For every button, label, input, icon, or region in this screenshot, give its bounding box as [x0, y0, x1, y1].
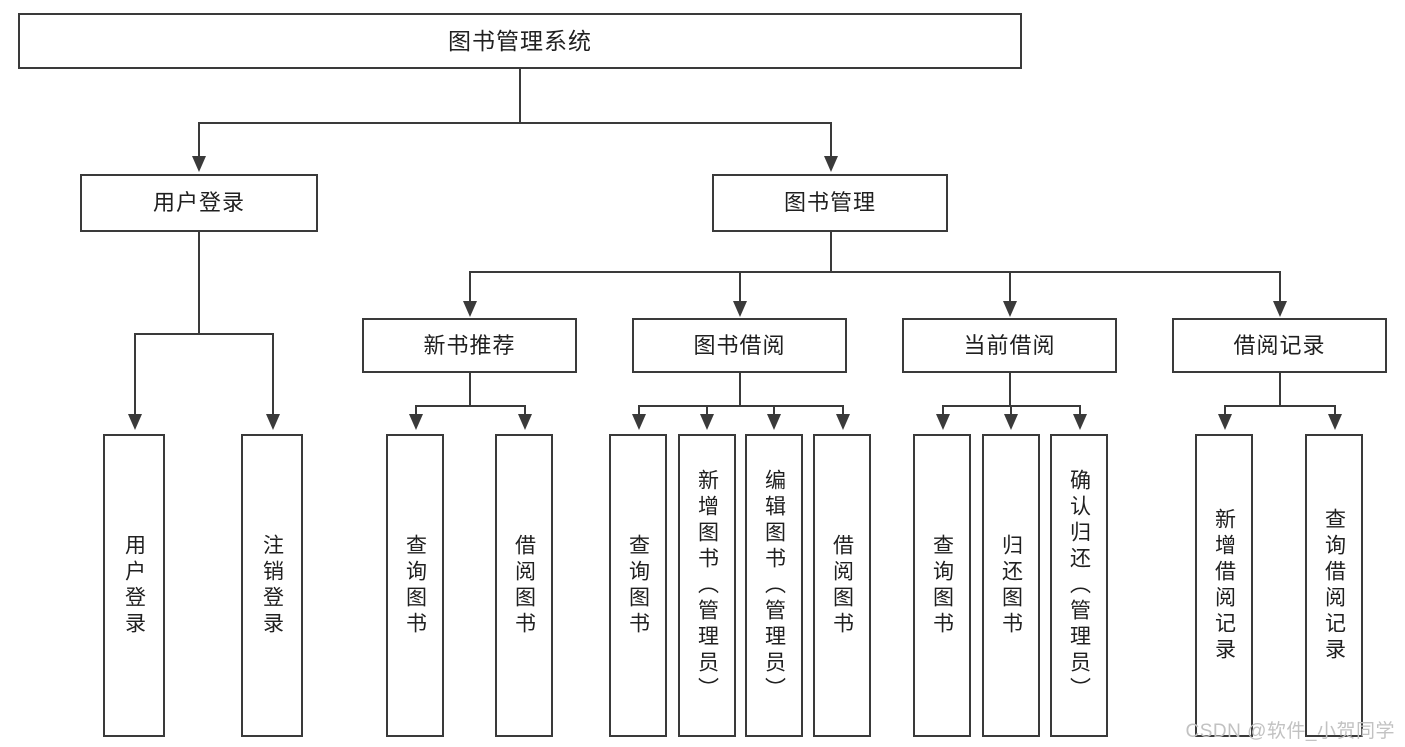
node-label: 查询图书 — [403, 533, 427, 638]
node-label: 用户登录 — [122, 533, 146, 638]
node-current-borrow[interactable]: 当前借阅 — [902, 318, 1117, 373]
node-user-login[interactable]: 用户登录 — [80, 174, 318, 232]
node-label: 确认归还（管理员） — [1067, 468, 1091, 703]
connector-current-borrow-to-leaf-2 — [1010, 405, 1012, 415]
watermark: CSDN @软件_小贺同学 — [1185, 721, 1395, 742]
arrow-icon-user-login-leaf-2 — [266, 414, 280, 430]
arrow-icon-book-borrow-leaf-3 — [767, 414, 781, 430]
arrow-icon-root-to-book-mgmt — [824, 156, 838, 172]
connector-book-borrow-to-leaf-4 — [842, 405, 844, 415]
arrow-icon-book-borrow-leaf-1 — [632, 414, 646, 430]
node-label: 借阅图书 — [512, 533, 536, 638]
arrow-icon-book-borrow-leaf-2 — [700, 414, 714, 430]
arrow-icon-book-borrow-leaf-4 — [836, 414, 850, 430]
connector-book-mgmt-stem — [830, 232, 832, 272]
connector-root-to-user-login — [198, 122, 200, 158]
node-label: 图书管理 — [783, 190, 876, 216]
connector-current-borrow-to-leaf-1 — [942, 405, 944, 415]
node-label: 编辑图书（管理员） — [762, 468, 786, 703]
node-root-system[interactable]: 图书管理系统 — [18, 13, 1022, 69]
connector-borrow-record-bar — [1224, 405, 1336, 407]
arrow-icon-new-book-leaf-1 — [409, 414, 423, 430]
arrow-icon-book-mgmt-l3-3 — [1003, 301, 1017, 317]
node-borrow-record[interactable]: 借阅记录 — [1172, 318, 1387, 373]
leaf-borrow-book-new[interactable]: 借阅图书 — [495, 434, 553, 737]
connector-new-book-bar — [415, 405, 525, 407]
connector-root-to-book-mgmt — [830, 122, 832, 158]
node-label: 借阅图书 — [830, 533, 854, 638]
leaf-query-book-new[interactable]: 查询图书 — [386, 434, 444, 737]
node-label: 新增图书（管理员） — [695, 468, 719, 703]
connector-user-login-bar — [134, 333, 274, 335]
arrow-icon-current-borrow-leaf-3 — [1073, 414, 1087, 430]
connector-book-borrow-to-leaf-1 — [638, 405, 640, 415]
leaf-query-borrow-record[interactable]: 查询借阅记录 — [1305, 434, 1363, 737]
leaf-user-login[interactable]: 用户登录 — [103, 434, 165, 737]
node-label: 用户登录 — [152, 190, 245, 216]
node-label: 图书借阅 — [693, 332, 786, 358]
node-new-book-recommend[interactable]: 新书推荐 — [362, 318, 577, 373]
leaf-add-book-admin[interactable]: 新增图书（管理员） — [678, 434, 736, 737]
connector-book-borrow-to-leaf-2 — [706, 405, 708, 415]
connector-new-book-stem — [469, 373, 471, 406]
node-book-management[interactable]: 图书管理 — [712, 174, 948, 232]
node-label: 图书管理系统 — [448, 27, 592, 54]
connector-root-stem — [519, 69, 521, 123]
leaf-query-book-current[interactable]: 查询图书 — [913, 434, 971, 737]
arrow-icon-root-to-user-login — [192, 156, 206, 172]
arrow-icon-new-book-leaf-2 — [518, 414, 532, 430]
leaf-borrow-book[interactable]: 借阅图书 — [813, 434, 871, 737]
connector-new-book-to-leaf-1 — [415, 405, 417, 415]
arrow-icon-borrow-record-leaf-2 — [1328, 414, 1342, 430]
leaf-return-book[interactable]: 归还图书 — [982, 434, 1040, 737]
connector-book-borrow-stem — [739, 373, 741, 406]
connector-borrow-record-to-leaf-1 — [1224, 405, 1226, 415]
leaf-logout[interactable]: 注销登录 — [241, 434, 303, 737]
node-label: 查询图书 — [626, 533, 650, 638]
leaf-add-borrow-record[interactable]: 新增借阅记录 — [1195, 434, 1253, 737]
node-book-borrow[interactable]: 图书借阅 — [632, 318, 847, 373]
leaf-edit-book-admin[interactable]: 编辑图书（管理员） — [745, 434, 803, 737]
connector-book-mgmt-bar — [470, 271, 1280, 273]
connector-book-mgmt-to-l3-3 — [1009, 271, 1011, 302]
node-label: 新书推荐 — [423, 332, 516, 358]
connector-new-book-to-leaf-2 — [524, 405, 526, 415]
connector-book-mgmt-to-l3-4 — [1279, 271, 1281, 302]
node-label: 新增借阅记录 — [1212, 507, 1236, 664]
connector-borrow-record-to-leaf-2 — [1334, 405, 1336, 415]
arrow-icon-book-mgmt-l3-1 — [463, 301, 477, 317]
arrow-icon-book-mgmt-l3-2 — [733, 301, 747, 317]
node-label: 当前借阅 — [963, 332, 1056, 358]
arrow-icon-borrow-record-leaf-1 — [1218, 414, 1232, 430]
node-label: 查询图书 — [930, 533, 954, 638]
leaf-query-book-borrow[interactable]: 查询图书 — [609, 434, 667, 737]
node-label: 查询借阅记录 — [1322, 507, 1346, 664]
connector-current-borrow-to-leaf-3 — [1079, 405, 1081, 415]
connector-book-borrow-bar — [638, 405, 844, 407]
connector-user-login-to-leaf-1 — [134, 333, 136, 415]
node-label: 归还图书 — [999, 533, 1023, 638]
node-label: 注销登录 — [260, 533, 284, 638]
connector-user-login-to-leaf-2 — [272, 333, 274, 415]
connector-current-borrow-stem — [1009, 373, 1011, 406]
arrow-icon-book-mgmt-l3-4 — [1273, 301, 1287, 317]
connector-borrow-record-stem — [1279, 373, 1281, 406]
leaf-confirm-return-admin[interactable]: 确认归还（管理员） — [1050, 434, 1108, 737]
connector-book-mgmt-to-l3-1 — [469, 271, 471, 302]
arrow-icon-current-borrow-leaf-2 — [1004, 414, 1018, 430]
connector-book-borrow-to-leaf-3 — [773, 405, 775, 415]
arrow-icon-user-login-leaf-1 — [128, 414, 142, 430]
connector-user-login-stem — [198, 232, 200, 334]
node-label: 借阅记录 — [1233, 332, 1326, 358]
connector-root-bar — [198, 122, 831, 124]
arrow-icon-current-borrow-leaf-1 — [936, 414, 950, 430]
connector-book-mgmt-to-l3-2 — [739, 271, 741, 302]
